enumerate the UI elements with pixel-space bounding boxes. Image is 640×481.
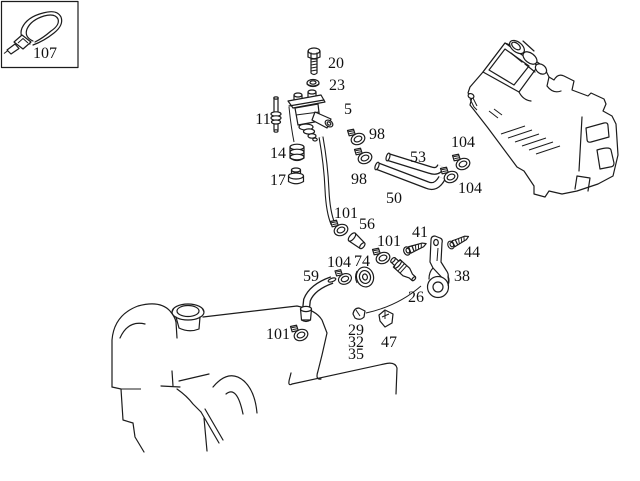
clamp-104-left [334, 269, 354, 287]
clamp-101-cover [289, 324, 311, 344]
part-label-35: 35 [348, 346, 364, 363]
clip-47 [378, 309, 394, 328]
screw-41 [401, 239, 429, 257]
part-label-101-cover: 101 [266, 326, 290, 343]
grommet-74 [355, 266, 375, 288]
tank-pin [467, 92, 478, 111]
hose-59-fitting [299, 305, 313, 323]
part-label-59: 59 [303, 268, 319, 285]
part-label-20: 20 [328, 55, 344, 72]
part-label-56: 56 [359, 216, 375, 233]
tank-edge-line [578, 116, 583, 172]
tank-hatch-lines [500, 125, 561, 155]
clamp-101-mid [371, 247, 393, 267]
hose-53 [385, 152, 445, 175]
valve-assembly [270, 47, 336, 225]
lower-panel [288, 362, 398, 395]
stud-11 [270, 96, 282, 133]
oil-filler-cap [171, 303, 205, 332]
tank-cap [509, 39, 548, 75]
part-label-17: 17 [270, 172, 286, 189]
part-label-29: 29 [348, 322, 364, 339]
clamp-101-tee [329, 219, 351, 239]
center-assembly [329, 219, 471, 328]
part-label-98-upper: 98 [369, 126, 385, 143]
tank-texture-lines [488, 108, 503, 119]
valve-26 [390, 256, 417, 282]
cable-tie-icon [3, 11, 63, 55]
part-label-26: 26 [408, 289, 424, 306]
part-label-47: 47 [381, 334, 397, 351]
tank-foot [574, 175, 591, 192]
part-label-98-lower: 98 [351, 171, 367, 188]
hose-59 [299, 276, 337, 323]
clamp-98-lower [353, 147, 375, 167]
hose-50 [374, 161, 446, 191]
tank-recess-upper [585, 122, 610, 143]
part-label-23: 23 [329, 77, 345, 94]
valve-5 [287, 89, 334, 142]
tank-shoulder-line [546, 76, 562, 93]
grommet-17 [287, 167, 305, 185]
part-label-41: 41 [412, 224, 428, 241]
part-labels: 1072023511141798985350104104101561014144… [33, 45, 482, 363]
part-label-104-upper: 104 [451, 134, 475, 151]
part-label-101-tee: 101 [334, 205, 358, 222]
bolt-20 [307, 47, 321, 76]
part-label-44: 44 [464, 244, 480, 261]
reservoir-tank [467, 39, 619, 198]
part-label-104-left: 104 [327, 254, 351, 271]
bracket-38 [426, 235, 450, 299]
clamp-104-upper [451, 153, 473, 173]
part-label-74: 74 [354, 253, 370, 270]
tank-recess-lower [596, 147, 615, 170]
part-label-5: 5 [344, 101, 352, 118]
leader-26-to-clip [365, 285, 422, 314]
valve-cover [111, 303, 398, 453]
part-label-53: 53 [410, 149, 426, 166]
clip-29-32-35 [352, 307, 366, 320]
tank-neck-line [518, 91, 532, 102]
part-label-50: 50 [386, 190, 402, 207]
leader-5-to-14 [288, 106, 295, 143]
part-label-11: 11 [255, 111, 270, 128]
washer-23 [306, 78, 320, 88]
part-label-104-lower: 104 [458, 180, 482, 197]
part-label-32: 32 [348, 334, 364, 351]
connector-56 [347, 232, 366, 250]
part-label-107: 107 [33, 45, 57, 62]
part-label-14: 14 [270, 145, 286, 162]
part-label-101-mid: 101 [377, 233, 401, 250]
legend-box [0, 0, 79, 69]
part-label-38: 38 [454, 268, 470, 285]
clamp-98-upper [346, 128, 368, 148]
spring-14 [289, 143, 305, 162]
